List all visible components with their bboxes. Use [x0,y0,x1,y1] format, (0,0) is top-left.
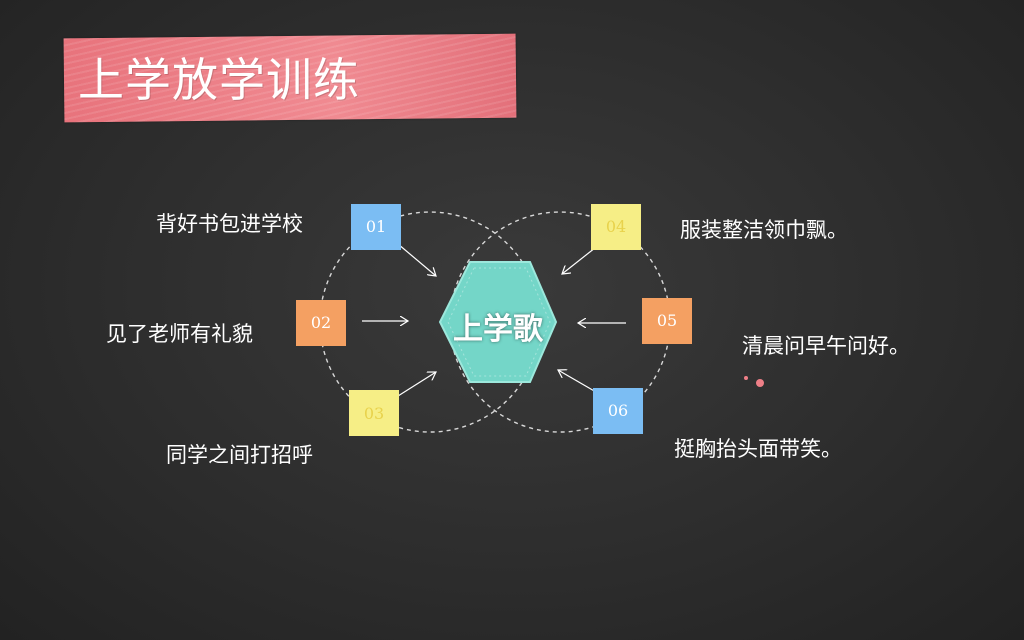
node-04-text: 服装整洁领巾飘。 [680,218,848,242]
node-03-text: 同学之间打招呼 [166,443,313,467]
node-02-number: 02 [310,313,332,332]
decor-dot-large [756,379,764,387]
center-label: 上学歌 [453,312,543,347]
decor-dot-small [744,376,748,380]
center-hexagon-hatch [447,267,551,377]
node-06-text: 挺胸抬头面带笑。 [674,437,842,461]
arrow-06 [558,370,597,393]
node-05-number: 05 [656,311,678,330]
node-06-number: 06 [607,401,629,420]
node-05-box [642,298,692,344]
node-01-box [351,204,401,250]
node-01-text: 背好书包进学校 [156,212,303,236]
node-01-number: 01 [365,217,387,236]
node-02-box [296,300,346,346]
arrow-01 [397,243,436,276]
node-03-number: 03 [363,404,385,423]
center-hexagon [438,261,558,383]
node-04-box [591,204,641,250]
node-02-text: 见了老师有礼貌 [106,322,253,346]
page-title: 上学放学训练 [78,53,360,107]
node-03-box [349,390,399,436]
arrow-03 [397,372,436,397]
node-05-text: 清晨问早午问好。 [742,334,910,358]
node-06-box [593,388,643,434]
node-04-number: 04 [605,217,627,236]
